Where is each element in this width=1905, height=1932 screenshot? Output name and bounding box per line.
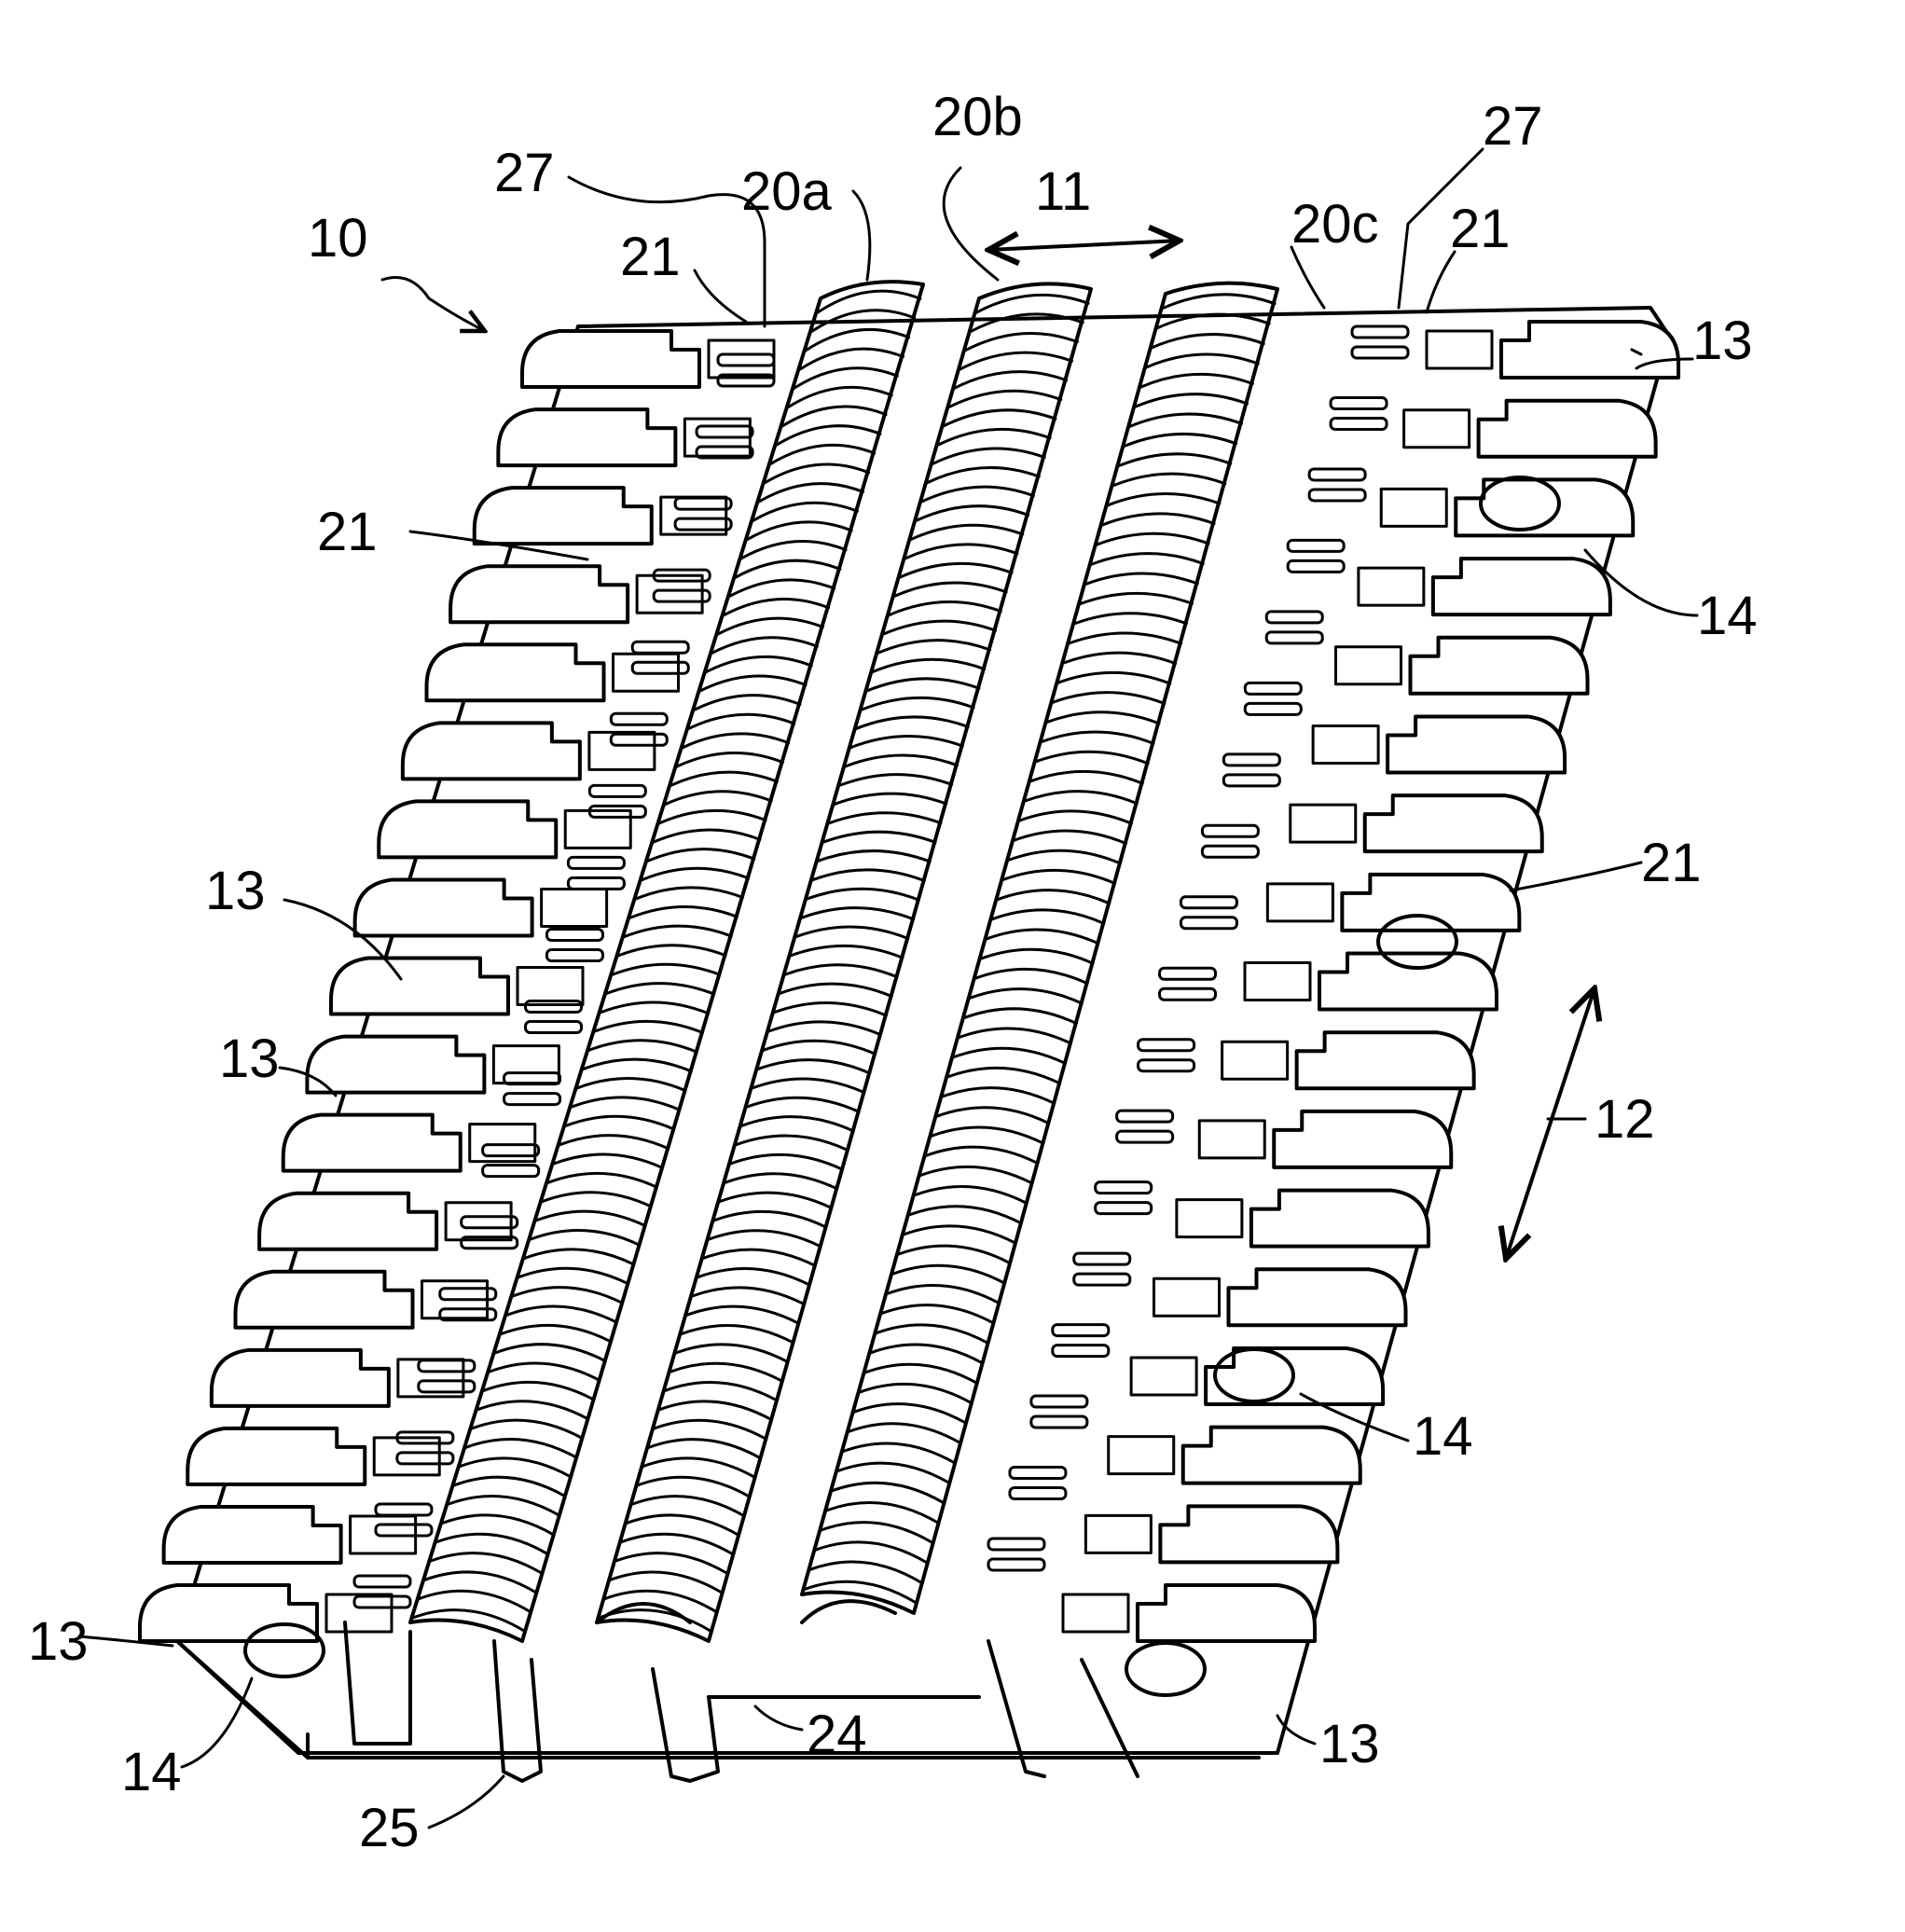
hinge-tab: [1229, 1269, 1406, 1325]
hinge-tab: [1183, 1428, 1360, 1484]
label-20b: 20b: [932, 87, 1023, 147]
hinge-tab: [1251, 1191, 1429, 1247]
hinge-tab: [1433, 559, 1610, 614]
hinge-tab: [1138, 1585, 1315, 1641]
hinge-tab: [259, 1194, 436, 1249]
label-11: 11: [1035, 161, 1091, 222]
label-13-bottom-right: 13: [1319, 1714, 1380, 1774]
label-13-left-mid: 13: [205, 861, 266, 921]
hinge-tab: [403, 723, 580, 779]
hinge-tab: [427, 644, 604, 700]
label-27-right: 27: [1483, 96, 1543, 157]
hinge-tab: [1297, 1032, 1474, 1088]
label-20a: 20a: [741, 161, 833, 222]
direction-arrow-11: [988, 241, 1180, 250]
contact-rib: [1163, 295, 1275, 309]
label-21-right: 21: [1641, 833, 1702, 893]
label-21-top-right: 21: [1450, 199, 1511, 259]
hinge-tab: [498, 409, 675, 465]
hinge-tab: [1411, 638, 1588, 694]
contact-rib: [976, 295, 1088, 312]
hinge-tab: [283, 1115, 461, 1171]
label-27-left: 27: [494, 143, 555, 203]
hinge-tab: [164, 1507, 341, 1563]
hinge-tab: [212, 1350, 389, 1406]
label-20c: 20c: [1291, 194, 1379, 255]
direction-arrow-12: [1506, 988, 1594, 1259]
hinge-tab: [236, 1272, 413, 1328]
hinge-tab: [1387, 716, 1565, 772]
label-13-bottom-left: 13: [28, 1611, 89, 1672]
label-21-top-left: 21: [620, 227, 681, 287]
hinge-tab: [1160, 1506, 1337, 1562]
hinge-tab: [331, 959, 508, 1014]
hinge-tab: [355, 879, 532, 935]
hinge-tab: [379, 801, 556, 857]
hinge-tab: [450, 566, 628, 622]
label-25: 25: [359, 1798, 420, 1858]
hinge-tab: [1274, 1111, 1451, 1167]
label-13-top-right: 13: [1692, 310, 1753, 371]
label-21-left: 21: [317, 502, 378, 562]
label-12: 12: [1594, 1089, 1655, 1150]
hinge-tab: [1319, 954, 1497, 1010]
label-24: 24: [807, 1704, 867, 1765]
hinge-tab: [187, 1428, 365, 1484]
hinge-tab: [307, 1037, 484, 1093]
hinge-tab: [522, 331, 699, 387]
hinge-tab: [1342, 875, 1519, 931]
label-13-left-low: 13: [219, 1028, 280, 1089]
label-14-mid-right: 14: [1413, 1406, 1473, 1467]
hinge-tab: [1501, 322, 1678, 378]
hinge-tab: [1365, 795, 1542, 851]
hinge-tab: [475, 488, 652, 544]
label-10: 10: [308, 208, 368, 269]
label-14-bottom-left: 14: [121, 1742, 182, 1802]
hinge-tab: [1479, 401, 1656, 457]
hinge-tab: [140, 1585, 317, 1641]
label-14-top-right: 14: [1697, 586, 1758, 646]
